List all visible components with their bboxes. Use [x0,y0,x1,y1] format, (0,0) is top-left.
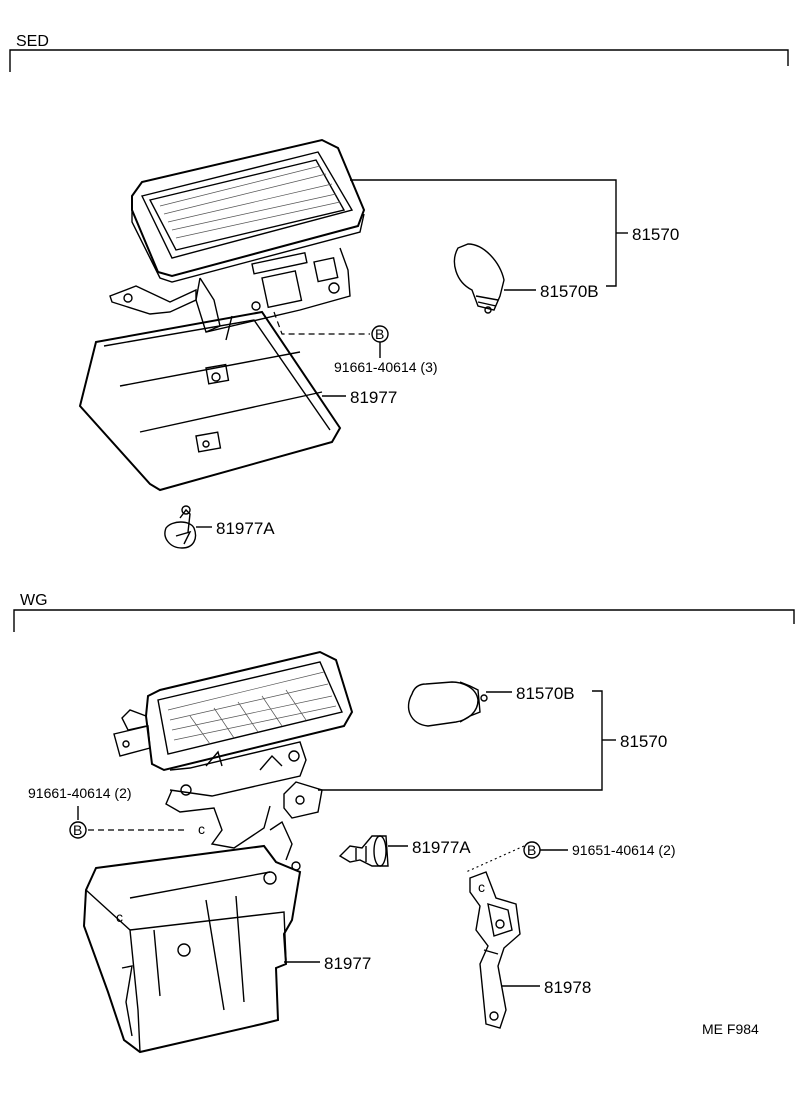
diagram-code: ME F984 [702,1021,759,1037]
wg-cover-label: 81977 [324,954,371,973]
sed-bulb-label: 81570B [540,282,599,301]
svg-text:c: c [478,879,485,895]
wg-clip-label: 81977A [412,838,471,857]
wg-bolt-ref-circle [69,821,87,839]
wg-clip-drawing [338,835,389,867]
wg-assembly-leader [318,690,603,791]
wg-lamp-assy-label: 81570 [620,732,667,751]
wg-cover-drawing: c [82,820,302,1054]
sed-section-bracket [9,49,789,72]
sed-lamp-assembly-drawing [109,138,366,333]
sed-section: SED 81570 [9,33,789,549]
wg-bolt-ref: B [73,822,82,838]
wg-bracket-drawing: c [469,871,521,1029]
sed-clip-drawing [164,505,197,549]
sed-assembly-leader [350,179,617,287]
wg-lamp-assembly-drawing: c [113,650,354,849]
wg-section-title: WG [20,592,48,609]
svg-text:c: c [198,821,205,837]
wg-bracket-label: 81978 [544,978,591,997]
sed-cover-drawing [78,310,342,492]
sed-cover-label: 81977 [350,388,397,407]
sed-lamp-assy-label: 81570 [632,225,679,244]
wg-section-bracket [13,609,795,632]
wg-bulb-drawing [407,681,488,727]
sed-bolt-part-label: 91661-40614 (3) [334,359,438,375]
wg-bolt-part-label: 91661-40614 (2) [28,785,132,801]
wg-bolt-ref-right: B [527,842,536,858]
sed-bolt-dashed-leader [273,311,370,335]
sed-bolt-ref: B [375,326,384,342]
sed-clip-label: 81977A [216,519,275,538]
svg-text:c: c [116,909,123,925]
wg-bolt-part-right-label: 91651-40614 (2) [572,842,676,858]
wg-section: WG c 91661-40614 (2) B [13,592,795,1054]
sed-bulb-drawing [453,243,505,314]
wg-bolt-right-dotted-leader [465,845,525,873]
wg-bulb-label: 81570B [516,684,575,703]
sed-section-title: SED [16,33,49,50]
